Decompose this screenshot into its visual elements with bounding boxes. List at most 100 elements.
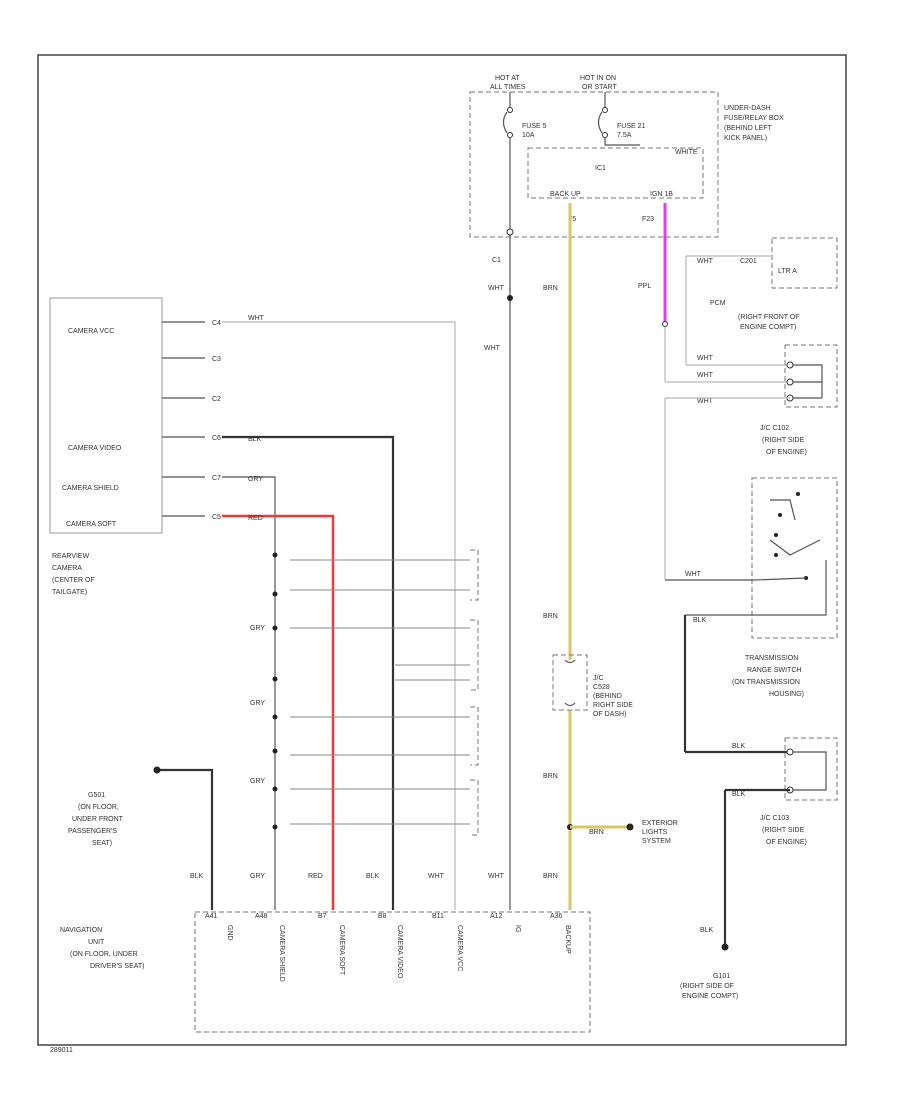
fuse-box-label-1: UNDER-DASH <box>724 105 771 112</box>
ltr-a-label: LTR A <box>778 268 797 275</box>
camera-shield-label: CAMERA SHIELD <box>62 485 119 492</box>
fuse-b-label: FUSE 21 <box>617 123 646 130</box>
jc-c528-label-5: OF DASH) <box>593 711 626 718</box>
wht-label-nav: WHT <box>428 873 445 880</box>
ic1-white-label: WHITE <box>675 149 698 156</box>
wht-label-3: WHT <box>488 873 505 880</box>
jc-c103-box <box>784 737 838 801</box>
brn-label-5: BRN <box>589 829 604 836</box>
camera-pin-2: C3 <box>212 356 221 363</box>
jc-c528-label-1: J/C <box>593 675 604 682</box>
g501-label-4: PASSENGER'S <box>68 828 117 835</box>
trans-switch-label-3: (ON TRANSMISSION <box>732 679 800 686</box>
jc-c102-label-3: OF ENGINE) <box>766 449 807 456</box>
ic1-box <box>527 147 704 199</box>
camera-video-label: CAMERA VIDEO <box>68 445 122 452</box>
nav-pin-camera-shield: CAMERA SHIELD <box>278 925 285 982</box>
nav-pin-id-7: A36 <box>550 913 563 920</box>
fuse-a-rating: 10A <box>522 132 535 139</box>
camera-soft-label: CAMERA SOFT <box>66 521 117 528</box>
nav-pin-ig: IG <box>514 925 521 932</box>
g101-label-3: ENGINE COMPT) <box>682 993 738 1000</box>
blk-c103-label-1: BLK <box>732 743 746 750</box>
fuse-box-label-4: KICK PANEL) <box>724 135 767 142</box>
c1-label: C1 <box>492 257 501 264</box>
fuse-b-rating: 7.5A <box>617 132 632 139</box>
camera-vcc-label: CAMERA VCC <box>68 328 114 335</box>
camera-label-2: CAMERA <box>52 565 82 572</box>
trans-switch-box <box>751 477 838 639</box>
backup-label: BACK UP <box>550 191 581 198</box>
brn-label-2: BRN <box>543 613 558 620</box>
jc-c103-label-3: OF ENGINE) <box>766 839 807 846</box>
nav-pin-id-1: A41 <box>205 913 218 920</box>
camera-pin-3: C2 <box>212 396 221 403</box>
camera-pin-6: C5 <box>212 514 221 521</box>
camera-pin-5: C7 <box>212 475 221 482</box>
main-wires: C1 WHT WHT WHT BRN BRN BRN BRN J/C C528 … <box>484 148 790 910</box>
gry-label-3: GRY <box>250 700 265 707</box>
blk-c103-label-2: BLK <box>732 791 746 798</box>
wht-trans-label: WHT <box>685 571 702 578</box>
wht-c102-label-1: WHT <box>697 355 714 362</box>
wht-c102-label-3: WHT <box>697 398 714 405</box>
red-label-2: RED <box>308 873 323 880</box>
trans-switch-label-2: RANGE SWITCH <box>747 667 801 674</box>
exterior-label-1: EXTERIOR <box>642 820 678 827</box>
g501-ground: G501 (ON FLOOR, UNDER FRONT PASSENGER'S … <box>68 766 214 910</box>
ppl-label: PPL <box>638 283 651 290</box>
jc-c528-label-2: C528 <box>593 684 610 691</box>
exterior-label-3: SYSTEM <box>642 838 671 845</box>
nav-pin-id-4: B8 <box>378 913 387 920</box>
fuse-box-label-2: FUSE/RELAY BOX <box>724 115 784 122</box>
trans-switch-label-1: TRANSMISSION <box>745 655 798 662</box>
red-camera-label: RED <box>248 515 263 522</box>
wht-label-2: WHT <box>484 345 501 352</box>
fuse-relay-box: HOT AT ALL TIMES HOT IN ON OR START FUSE… <box>469 75 784 238</box>
blk-g501-label: BLK <box>190 873 204 880</box>
trans-switch-label-4: HOUSING) <box>769 691 804 698</box>
rearview-camera: CAMERA VCC CAMERA VIDEO CAMERA SHIELD CA… <box>49 297 456 910</box>
camera-label-3: (CENTER OF <box>52 577 95 584</box>
diagram-frame <box>37 54 847 1046</box>
hot-at-all-times-line1: HOT AT <box>495 75 520 82</box>
pcm-label-3: ENGINE COMPT) <box>740 324 796 331</box>
fuse-pin-left: F5 <box>568 216 576 223</box>
gry-label-4: GRY <box>250 778 265 785</box>
nav-pin-id-5: B11 <box>432 913 444 920</box>
exterior-label-2: LIGHTS <box>642 829 668 836</box>
gry-camera-label: GRY <box>248 476 263 483</box>
camera-label-4: TAILGATE) <box>52 589 87 596</box>
g501-label-1: G501 <box>88 792 105 799</box>
wht-c201-label: WHT <box>697 258 714 265</box>
jc-c102-label-1: J/C C102 <box>760 425 789 432</box>
camera-pin-1: C4 <box>212 320 221 327</box>
nav-wire-labels: GRY RED BLK WHT <box>250 873 445 880</box>
nav-pin-camera-video: CAMERA VIDEO <box>396 925 403 979</box>
pcm-label-1: PCM <box>710 300 726 307</box>
nav-pin-gnd: GND <box>226 925 233 941</box>
blk-trans-label: BLK <box>693 617 707 624</box>
nav-label-3: (ON FLOOR, UNDER <box>70 951 138 958</box>
c201-label: C201 <box>740 258 757 265</box>
jc-c102-label-2: (RIGHT SIDE <box>762 437 805 444</box>
blk-label-nav: BLK <box>366 873 380 880</box>
nav-pin-backup: BACKUP <box>564 925 571 954</box>
g101-label-2: (RIGHT SIDE OF <box>680 983 734 990</box>
wht-c102-label-2: WHT <box>697 372 714 379</box>
wht-label-1: WHT <box>488 285 505 292</box>
nav-pin-camera-vcc: CAMERA VCC <box>456 925 463 971</box>
jc-c528-label-4: RIGHT SIDE <box>593 702 633 709</box>
g501-label-2: (ON FLOOR, <box>78 804 119 811</box>
g101-label-1: G101 <box>713 973 730 980</box>
hot-in-on-line1: HOT IN ON <box>580 75 616 82</box>
camera-label-1: REARVIEW <box>52 553 90 560</box>
footer-code: 289011 <box>50 1047 73 1054</box>
wht-camera-label: WHT <box>248 315 265 322</box>
jc-c528-box <box>552 654 588 711</box>
ltr-a-box <box>771 237 838 289</box>
navigation-unit: NAVIGATION UNIT (ON FLOOR, UNDER DRIVER'… <box>60 911 591 1033</box>
right-components: LTR A C201 WHT PCM (RIGHT FRONT OF ENGIN… <box>664 237 838 1000</box>
jc-c528-label-3: (BEHIND <box>593 693 622 700</box>
jc-c102-box <box>784 344 838 408</box>
